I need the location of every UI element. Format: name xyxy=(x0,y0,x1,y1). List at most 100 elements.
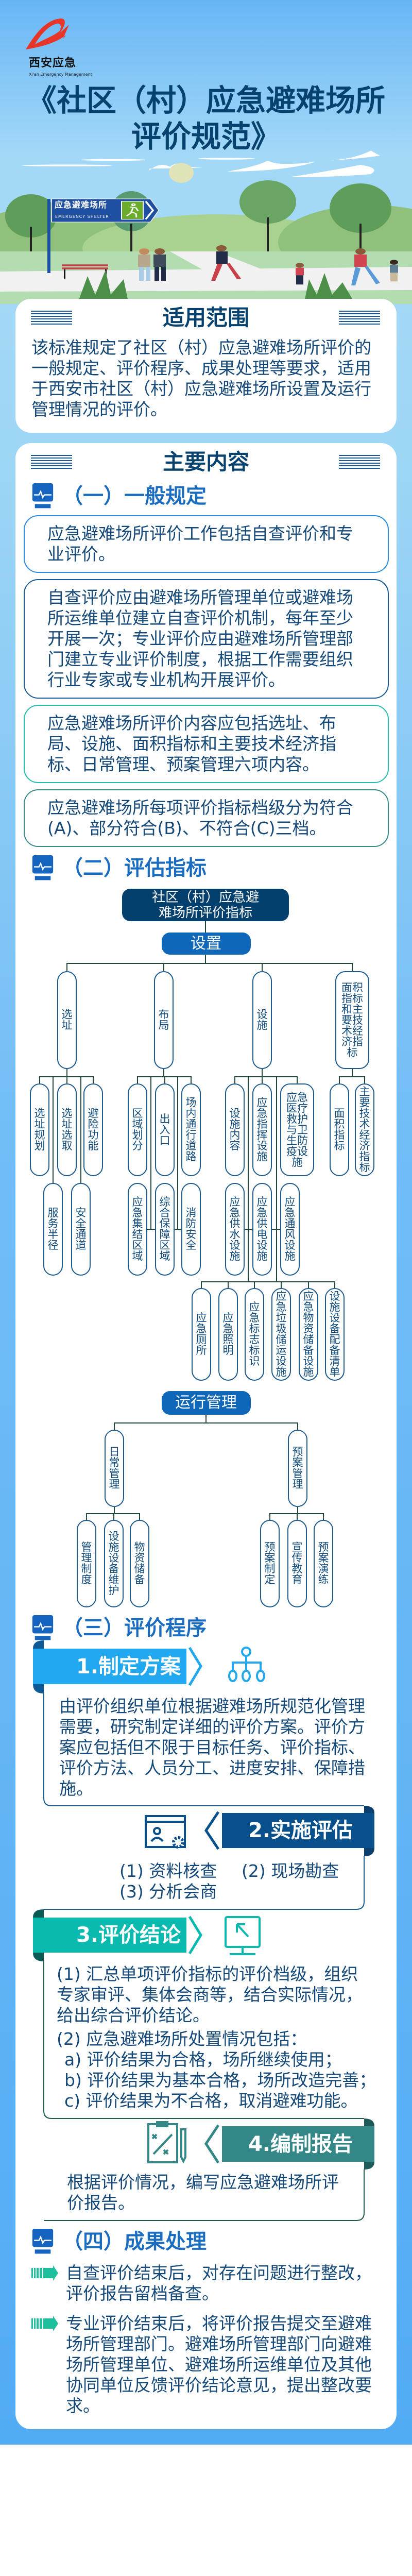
step1-label: 1.制定方案 xyxy=(76,1655,181,1679)
tree-node: 设施设备维护 xyxy=(104,1520,124,1607)
tree-node: 综合保障区域 xyxy=(155,1183,175,1276)
tree-node: 选址 xyxy=(57,971,77,1069)
tree-node-label: 应急照明 xyxy=(222,1312,234,1357)
tree-node-label: 场内通行道路 xyxy=(185,1096,197,1163)
tree-node: 选址选取 xyxy=(57,1083,77,1176)
step3-text: (1) 汇总单项评价指标的评价档级，组织专家审评、集体会商等，结合实际情况，给出… xyxy=(57,1964,363,2025)
step2-item: (2) 现场勘查 xyxy=(242,1861,339,1881)
tree-node: 应急标志标识 xyxy=(245,1288,264,1381)
tree-node-label: 选址规划 xyxy=(34,1107,45,1152)
sun-icon xyxy=(169,163,194,183)
tree-node: 应急指挥设施 xyxy=(252,1083,272,1176)
stripes-decoration xyxy=(31,311,72,325)
tree-node-label: 面积指标 xyxy=(334,1107,345,1152)
step4-label: 4.编制报告 xyxy=(248,2132,353,2156)
tree-node: 面积指标和主要技术经济指标 xyxy=(335,971,369,1069)
tree-node-label: 管理制度 xyxy=(81,1541,92,1586)
tree-node-label: 区域划分 xyxy=(132,1107,143,1152)
scope-text: 该标准规定了社区（村）应急避难场所评价的一般规定、评价程序、成果处理等要求，适用… xyxy=(31,337,371,419)
monitor-pulse-icon xyxy=(32,1615,54,1640)
tree-node: 服务半径 xyxy=(43,1183,63,1276)
tree-node: 应急供水设施 xyxy=(225,1183,245,1276)
tree-node: 应急供电设施 xyxy=(252,1183,272,1276)
step3-sub: b) 评价结果为基本合格，场所改造完善； xyxy=(64,2070,376,2090)
people xyxy=(138,245,398,285)
section-heading-text: （四）成果处理 xyxy=(62,2230,207,2253)
tree-node: 管理制度 xyxy=(77,1520,96,1607)
arrow-bullet-icon xyxy=(31,2316,58,2331)
step2-label: 2.实施评估 xyxy=(248,1819,353,1842)
logo-text-en: Xi'an Emergency Management xyxy=(29,72,92,77)
tree-node: 预案管理 xyxy=(288,1430,307,1507)
section-heading-text: （三）评价程序 xyxy=(62,1616,207,1640)
tree-node-label: 设施内容 xyxy=(229,1107,241,1152)
tree-node-label: 预案演练 xyxy=(318,1541,329,1586)
tree-root-node: 社区（村）应急避难场所评价指标 xyxy=(122,889,289,921)
tree-node: 预案制定 xyxy=(260,1520,280,1607)
tree-node: 区域划分 xyxy=(128,1083,147,1176)
tree-node-label: 设施设备配备清单 xyxy=(329,1290,340,1378)
shelter-sign xyxy=(51,198,159,223)
tree-node: 场内通行道路 xyxy=(181,1083,201,1176)
tree-node-label: 应急指挥设施 xyxy=(256,1096,268,1163)
step3-label: 3.评价结论 xyxy=(76,1923,181,1947)
tree-node: 安全通道 xyxy=(71,1183,91,1276)
logo-swoosh-icon xyxy=(26,18,69,49)
tree-node: 应急医疗救护与卫生防疫设施 xyxy=(280,1083,314,1176)
tree-node-label: 物资储备 xyxy=(134,1541,145,1586)
logo xyxy=(24,15,75,57)
sign-label-en: EMERGENCY SHELTER xyxy=(55,214,109,219)
tree-node-label: 综合保障区域 xyxy=(159,1196,170,1262)
stripes-decoration xyxy=(339,455,380,469)
monitor-pulse-icon xyxy=(32,855,54,880)
clouds-icon xyxy=(22,150,380,177)
tree-node-label: 应急垃圾储运设施 xyxy=(276,1290,287,1378)
scope-title: 适用范围 xyxy=(162,305,249,330)
tree-node: 出入口 xyxy=(155,1083,175,1176)
stripes-decoration xyxy=(31,455,72,469)
tree-node-label: 应急标志标识 xyxy=(249,1301,260,1367)
tree-node-label: 面积指标和主要技术经济指标 xyxy=(341,981,363,1059)
tree-node: 面积指标 xyxy=(330,1083,349,1176)
step3-sub: c) 评价结果为不合格，取消避难功能。 xyxy=(64,2091,358,2111)
tree-node-label: 应急医疗救护与卫生防疫设施 xyxy=(286,1091,308,1168)
step2-item: (1) 资料核查 xyxy=(119,1861,217,1881)
tree-node: 宣传教育 xyxy=(287,1520,307,1607)
rule-box: 自查评价应由避难场所管理单位或避难场所运维单位建立自查评价机制，每年至少开展一次… xyxy=(24,579,389,699)
rule-text: 应急避难场所评价工作包括自查评价和专业评价。 xyxy=(47,523,353,564)
tree-node-label: 应急通风设施 xyxy=(284,1196,296,1262)
park-illustration xyxy=(0,150,412,304)
section-heading-text: （一）一般规定 xyxy=(62,484,207,508)
step4-text: 根据评价情况，编写应急避难场所评价报告。 xyxy=(67,2172,339,2213)
tree-node-label: 日常管理 xyxy=(109,1446,120,1490)
section-indicators-heading: （二）评估指标 xyxy=(31,855,207,881)
infographic-page: 西安应急 Xi'an Emergency Management 《社区（村）应急… xyxy=(0,0,412,2445)
page-title-line1: 《社区（村）应急避难场所 xyxy=(26,83,385,118)
tree-node-label: 运行管理 xyxy=(175,1394,237,1412)
tree-node-label: 选址 xyxy=(61,1008,73,1031)
rule-box: 应急避难场所每项评价指标档级分为符合(A)、部分符合(B)、不符合(C)三档。 xyxy=(24,789,389,847)
tree-node-label: 避险功能 xyxy=(88,1107,99,1152)
tree-node: 应急照明 xyxy=(218,1288,238,1381)
tree-node: 布局 xyxy=(154,971,174,1069)
sign-label-cn: 应急避难场所 xyxy=(55,200,108,210)
rule-box: 应急避难场所评价内容应包括选址、布局、设施、面积指标和主要技术经济指标、日常管理… xyxy=(24,705,389,783)
tree-node-label: 安全通道 xyxy=(75,1207,87,1251)
arrow-bullet-icon xyxy=(31,2265,58,2281)
tree-node-label: 应急供电设施 xyxy=(256,1196,268,1262)
tree-node-label: 预案制定 xyxy=(264,1541,276,1586)
section-general-heading: （一）一般规定 xyxy=(31,483,207,509)
tree-node: 应急厕所 xyxy=(192,1288,211,1381)
tree-node-label: 应急物资储备设施 xyxy=(303,1290,314,1378)
monitor-pulse-icon xyxy=(32,483,54,509)
tree-node: 避险功能 xyxy=(83,1083,103,1176)
tree-node-label: 应急供水设施 xyxy=(229,1196,241,1262)
tree-node: 应急通风设施 xyxy=(280,1183,300,1276)
section-results-heading: （四）成果处理 xyxy=(31,2229,207,2255)
tree-node: 设施设备配备清单 xyxy=(325,1288,345,1381)
tree-node: 主要技术经济指标 xyxy=(355,1083,374,1176)
rule-text: 应急避难场所每项评价指标档级分为符合(A)、部分符合(B)、不符合(C)三档。 xyxy=(47,798,353,838)
section-heading-text: （二）评估指标 xyxy=(62,856,207,880)
tree-node-label: 设施 xyxy=(256,1008,268,1031)
tree-node-label: 应急厕所 xyxy=(196,1312,207,1357)
